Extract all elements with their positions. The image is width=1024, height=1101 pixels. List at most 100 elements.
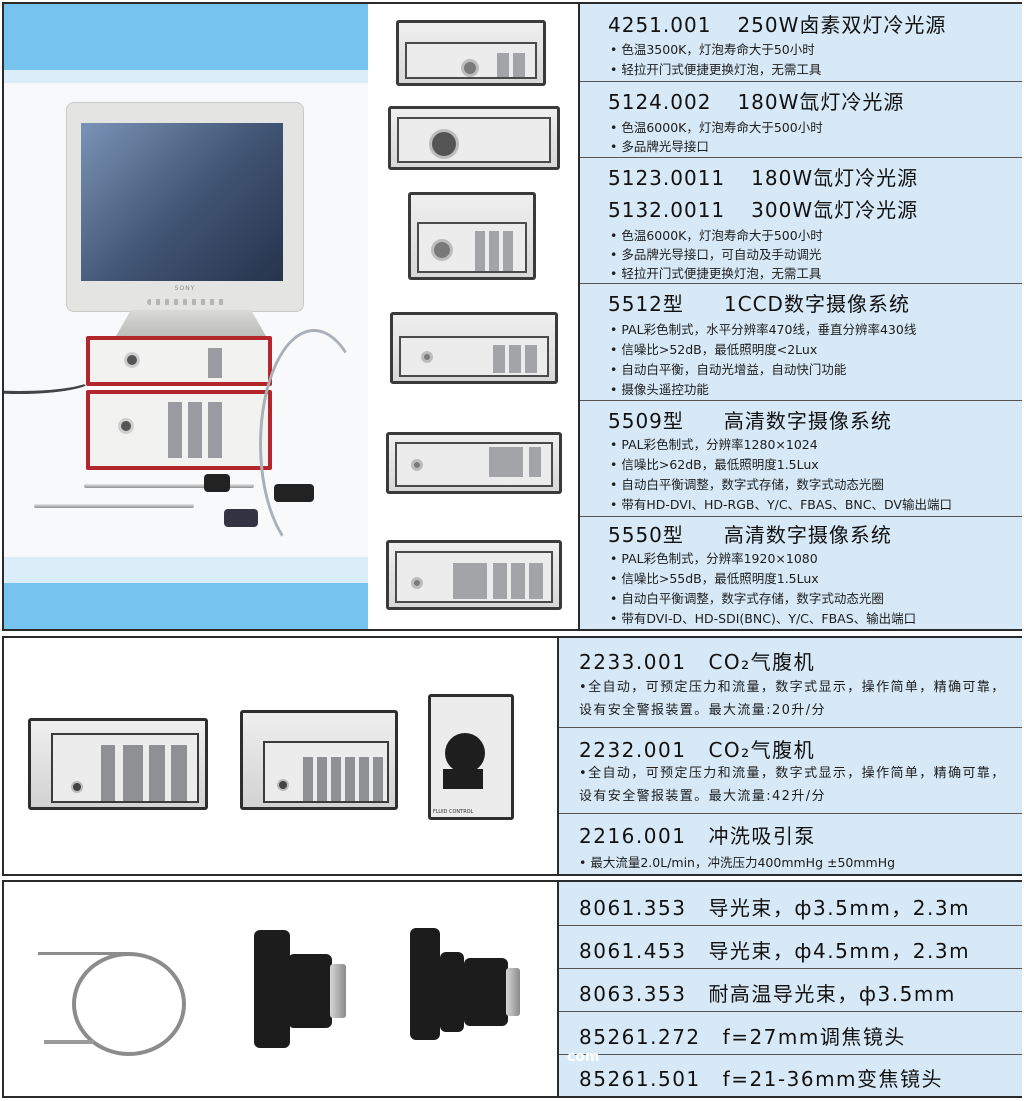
hero-band-bottom-light (4, 557, 368, 583)
scope-handle-1 (204, 474, 230, 492)
product-bullet: • 最大流量2.0L/min，冲洗压力400mmHg ±50mmHg (579, 855, 896, 870)
product-code: 5124.002 (608, 90, 712, 114)
cable-end-2 (44, 1040, 94, 1044)
control-keypad (453, 563, 487, 599)
product-name: 250W卤素双灯冷光源 (737, 13, 947, 37)
focus-lens-body (288, 954, 332, 1028)
product-bullet: • 色温6000K，灯泡寿命大于500小时 (610, 120, 823, 135)
power-cable (4, 364, 94, 394)
product-bullet: • 信噪比>52dB，最低照明度<2Lux (610, 342, 818, 357)
hero-band-bottom (4, 583, 368, 629)
product-bullet: • 自动白平衡调整，数字式存储，数字式动态光圈 (610, 591, 884, 606)
device-image-2216: FLUID CONTROL (428, 694, 514, 820)
zoom-lens-ring (440, 952, 464, 1032)
display-panel (171, 745, 187, 801)
product-code: 8061.353 (579, 896, 687, 920)
control-panel (493, 563, 507, 599)
camera-control-unit-image (86, 390, 272, 470)
device-image-5512 (390, 312, 558, 384)
endoscope-1 (84, 484, 254, 488)
product-bullet: • 多品牌光导接口，可自动及手动调光 (610, 247, 822, 262)
product-name: 1CCD数字摄像系统 (723, 292, 910, 316)
product-code: 2216.001 (579, 824, 687, 848)
product-bullet: • 带有HD-DVI、HD-RGB、Y/C、FBAS、BNC、DV输出端口 (610, 497, 952, 512)
device-image-5550 (386, 540, 562, 610)
product-name: 导光束，ф3.5mm，2.3m (708, 896, 971, 920)
device-image-4251 (396, 20, 546, 86)
hero-image-endoscopy-tower: SONY (4, 4, 368, 629)
product-name: f=27mm调焦镜头 (722, 1025, 906, 1049)
control-panel (101, 745, 115, 801)
light-cable-image (72, 952, 186, 1056)
control-panel (529, 447, 541, 477)
control-panel (208, 402, 222, 458)
product-row-8061-353: 8061.353 导光束，ф3.5mm，2.3m (559, 882, 1022, 926)
product-row-2233: 2233.001 CO₂气腹机 •全自动，可预定压力和流量，数字式显示，操作简单，… (559, 638, 1022, 728)
camera-port-icon (118, 418, 134, 434)
multi-light-port-icon (429, 129, 459, 159)
spec-table-insufflation: 2233.001 CO₂气腹机 •全自动，可预定压力和流量，数字式显示，操作简单，… (557, 638, 1022, 874)
pump-roller (445, 733, 485, 773)
product-code: 5123.0011 (608, 166, 726, 190)
product-code: 5550型 (608, 523, 684, 547)
product-code: 5512型 (608, 292, 684, 316)
product-title: 5512型 1CCD数字摄像系统 (608, 288, 910, 317)
product-bullet: • 信噪比>62dB，最低照明度1.5Lux (610, 457, 819, 472)
product-code: 4251.001 (608, 13, 712, 37)
product-bullet: • 轻拉开门式便捷更换灯泡，无需工具 (610, 266, 822, 281)
light-port-icon (124, 352, 140, 368)
product-row-5550: 5550型高清数字摄像系统 • PAL彩色制式，分辨率1920×1080 • 信… (580, 517, 1022, 629)
product-row-5509: 5509型高清数字摄像系统 • PAL彩色制式，分辨率1280×1024 • 信… (580, 401, 1022, 517)
product-bullet: • 自动白平衡调整，数字式存储，数字式动态光圈 (610, 477, 884, 492)
product-title: 4251.001 250W卤素双灯冷光源 (608, 9, 946, 38)
product-title: 5509型高清数字摄像系统 (608, 405, 892, 434)
control-panel (493, 345, 505, 373)
camera-head (274, 484, 314, 502)
product-code: 5509型 (608, 409, 684, 433)
pump-label: FLUID CONTROL (433, 809, 474, 815)
watermark: com (567, 1049, 600, 1065)
scope-handle-2 (224, 509, 258, 527)
monitor-stand (116, 310, 266, 336)
device-front (399, 336, 549, 377)
product-bullet: • 带有DVI-D、HD-SDI(BNC)、Y/C、FBAS、输出端口 (610, 611, 917, 626)
light-port-icon (461, 59, 479, 77)
monitor-brand: SONY (174, 285, 196, 292)
control-panel (525, 345, 537, 373)
pump-clamp (443, 769, 483, 789)
panel-light-sources-cameras: SONY (2, 2, 1022, 631)
product-name: 耐高温导光束，ф3.5mm (708, 982, 956, 1006)
control-panel (168, 402, 182, 458)
product-title: 8061.353 导光束，ф3.5mm，2.3m (579, 892, 970, 921)
product-name: 300W氙灯冷光源 (751, 198, 919, 222)
product-title: 85261.501 f=21-36mm变焦镜头 (579, 1063, 943, 1092)
camera-port-icon (411, 577, 423, 589)
device-image-5124 (388, 106, 560, 170)
product-title: 85261.272 f=27mm调焦镜头 (579, 1021, 906, 1050)
product-description: •全自动，可预定压力和流量，数字式显示，操作简单，精确可靠，设有安全警报装置。最… (579, 680, 1006, 718)
product-name: CO₂气腹机 (708, 650, 816, 674)
product-bullet: • 摄像头遥控功能 (610, 382, 709, 397)
light-port-icon (431, 239, 453, 261)
product-name: f=21-36mm变焦镜头 (722, 1067, 944, 1091)
product-code: 2233.001 (579, 650, 687, 674)
display-panel (149, 745, 165, 801)
panel-insufflation: FLUID CONTROL 2233.001 CO₂气腹机 •全自动，可预定压力和… (2, 636, 1022, 876)
product-code: 85261.272 (579, 1025, 701, 1049)
control-panel (208, 348, 222, 378)
product-code: 85261.501 (579, 1067, 701, 1091)
product-code: 8061.453 (579, 939, 687, 963)
control-panel (489, 231, 499, 271)
product-bullet: • 自动白平衡，自动光增益，自动快门功能 (610, 362, 847, 377)
